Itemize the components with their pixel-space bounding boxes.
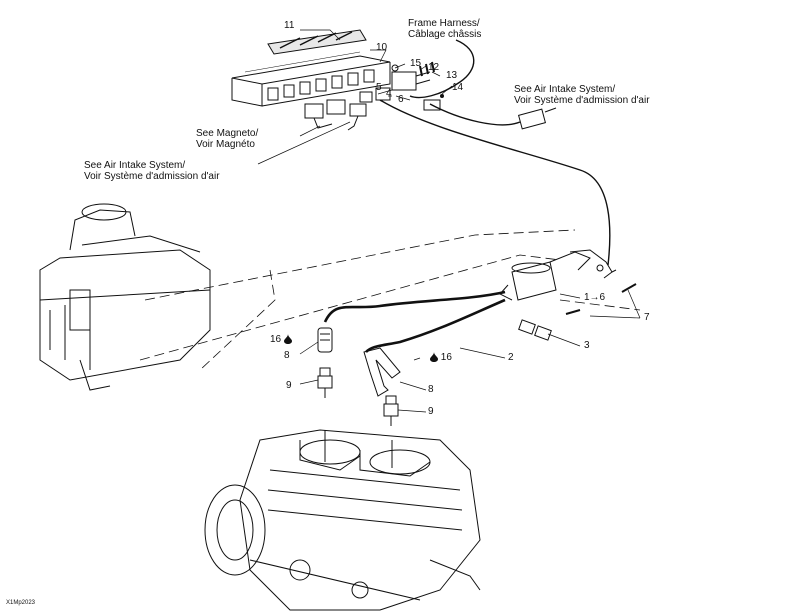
frame-harness-callout: Frame Harness/ Câblage châssis (408, 18, 481, 40)
part-number-7: 7 (644, 312, 650, 323)
air-intake-callout-left-line-2: Voir Système d'admission d'air (84, 171, 220, 182)
ht-wire-right (365, 298, 506, 353)
engine (204, 429, 481, 611)
part-number-16-left-text: 16 (270, 334, 282, 345)
drop-icon (430, 352, 438, 363)
air-intake-callout-right-line-2: Voir Système d'admission d'air (514, 95, 650, 106)
part-number-12: 12 (428, 62, 440, 73)
part-number-1-to-6: 1→6 (584, 292, 606, 303)
part-number-8-left: 8 (284, 350, 290, 361)
part-number-16-right-text: 16 (440, 352, 452, 363)
part-number-2: 2 (508, 352, 514, 363)
part-number-3: 3 (584, 340, 590, 351)
module-to-coil-wire (379, 99, 611, 266)
spark-plug-cap-left (317, 327, 333, 353)
magneto-callout-line-1: See Magneto/ (196, 128, 259, 139)
spark-plug-left (317, 367, 333, 398)
drop-icon (283, 334, 292, 345)
part-number-13: 13 (446, 70, 458, 81)
frame-harness-callout-line-1: Frame Harness/ (408, 18, 480, 29)
spark-plug-cap-right (363, 347, 401, 397)
assembly-dashed-lines (139, 229, 641, 371)
callout-lines (257, 29, 641, 413)
part-number-15: 15 (410, 58, 422, 69)
air-intake-sensor-right (423, 99, 557, 130)
part-number-11: 11 (284, 20, 295, 31)
part-number-16-right: 16 (430, 352, 452, 363)
part-number-8-right: 8 (428, 384, 434, 395)
frame-harness-wire (409, 39, 475, 99)
part-number-10: 10 (376, 42, 388, 53)
ignition-coil (499, 249, 637, 315)
connector-group (359, 61, 444, 103)
ignition-module (231, 51, 391, 107)
air-intake-callout-right-line-1: See Air Intake System/ (514, 84, 616, 95)
frame-harness-callout-line-2: Câblage châssis (408, 29, 482, 40)
part-number-5: 5 (376, 82, 382, 93)
part-number-16-left: 16 (270, 334, 292, 345)
magneto-callout-line-2: Voir Magnéto (196, 139, 255, 150)
part-number-6: 6 (398, 94, 404, 105)
air-intake-callout-left: See Air Intake System/ Voir Système d'ad… (84, 160, 220, 182)
label-plate (267, 29, 367, 55)
part-number-9-right: 9 (428, 406, 434, 417)
module-connectors (304, 99, 367, 131)
part-number-14: 14 (452, 82, 464, 93)
spark-plug-right (383, 395, 399, 426)
magneto-callout: See Magneto/ Voir Magnéto (196, 128, 258, 150)
oil-tank (39, 203, 211, 391)
air-intake-callout-right: See Air Intake System/ Voir Système d'ad… (514, 84, 650, 106)
ht-wire-left (323, 290, 506, 323)
connector-part-3 (518, 319, 552, 341)
part-number-9-left: 9 (286, 380, 292, 391)
air-intake-callout-left-line-1: See Air Intake System/ (84, 160, 186, 171)
reference-code: X1Mp2023 (6, 600, 36, 606)
part-number-4: 4 (386, 88, 392, 99)
